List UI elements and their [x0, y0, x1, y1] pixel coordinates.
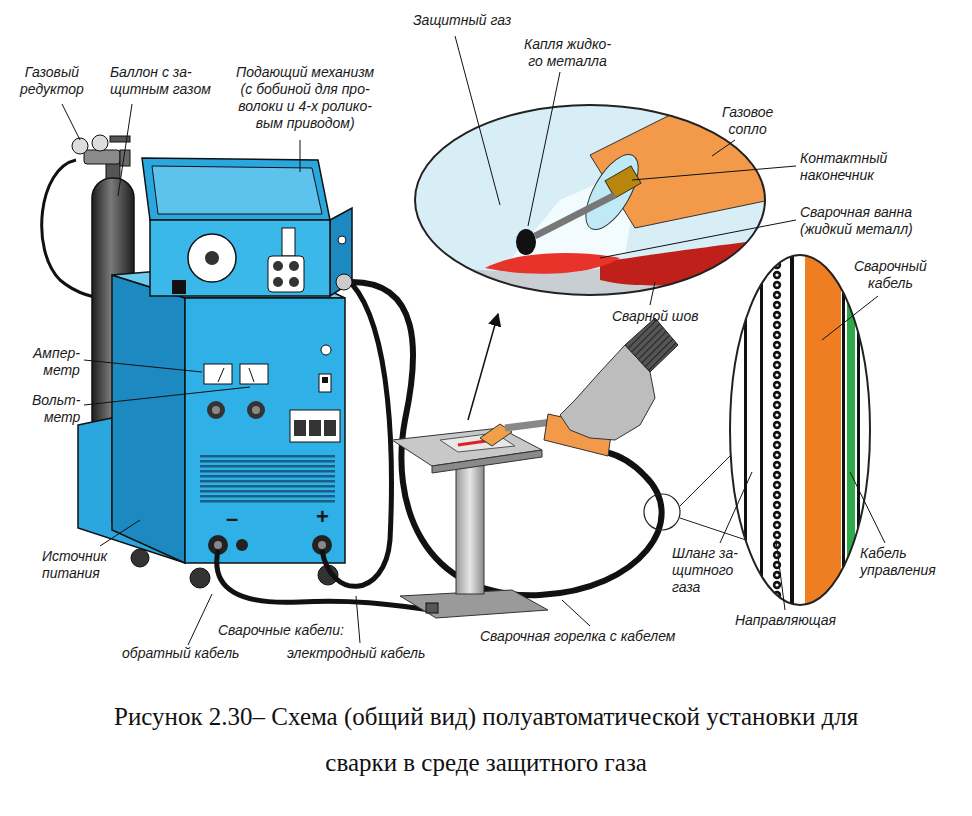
- part-label: Баллон с за- щитным газом: [110, 64, 211, 98]
- part-label: Вольт- метр: [32, 392, 80, 426]
- part-label: Газовое сопло: [722, 104, 773, 138]
- part-label: Сварочная горелка с кабелем: [480, 628, 675, 645]
- part-label: Защитный газ: [413, 12, 511, 29]
- part-label: Сварочный кабель: [854, 258, 927, 292]
- part-label: Направляющая: [735, 612, 836, 629]
- part-label: Ампер- метр: [33, 345, 80, 379]
- part-label: Источник питания: [42, 548, 107, 582]
- part-label: Газовый редуктор: [20, 64, 84, 98]
- terminal-sign: +: [316, 504, 329, 530]
- part-label: Кабель управления: [860, 545, 936, 579]
- part-label: Сварочная ванна (жидкий металл): [800, 204, 913, 238]
- part-label: электродный кабель: [287, 645, 425, 662]
- part-label: обратный кабель: [122, 645, 239, 662]
- part-label: Контактный наконечник: [800, 150, 887, 184]
- part-label: Сварной шов: [612, 308, 699, 325]
- terminal-sign: –: [226, 506, 238, 532]
- part-label: Капля жидко- го металла: [524, 36, 611, 70]
- part-label: Сварочные кабели:: [218, 622, 344, 639]
- part-label: Шланг за- щитного газа: [672, 545, 738, 596]
- part-label: Подающий механизм (с бобиной для про- во…: [236, 64, 374, 132]
- figure-caption: Рисунок 2.30– Схема (общий вид) полуавто…: [114, 694, 858, 786]
